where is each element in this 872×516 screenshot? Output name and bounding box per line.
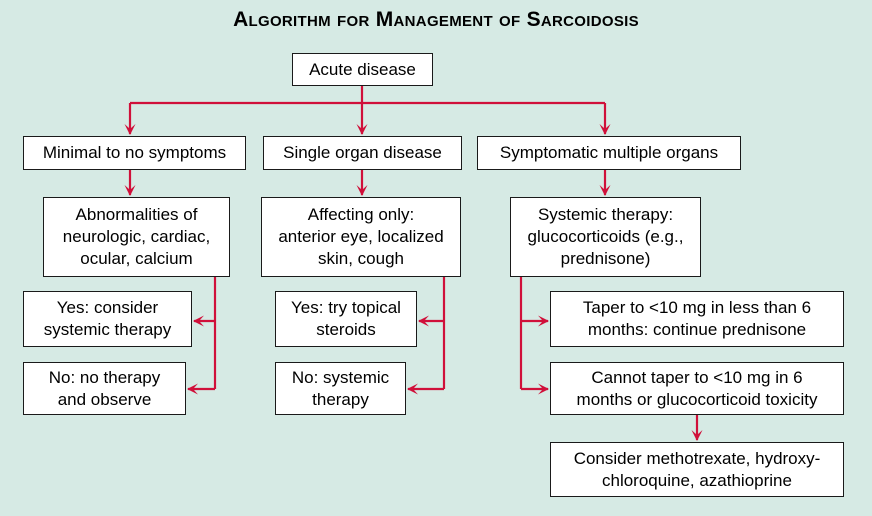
node-multiple-organs: Symptomatic multiple organs [477,136,741,170]
node-consider-alternatives: Consider methotrexate, hydroxy- chloroqu… [550,442,844,497]
arrowhead-to-single [356,124,368,135]
node-systemic-therapy: Systemic therapy: glucocorticoids (e.g.,… [510,197,701,277]
node-cannot-taper: Cannot taper to <10 mg in 6 months or gl… [550,362,844,415]
node-affecting-only: Affecting only: anterior eye, localized … [261,197,461,277]
node-yes-topical-steroids: Yes: try topical steroids [275,291,417,347]
node-minimal-symptoms: Minimal to no symptoms [23,136,246,170]
node-acute-disease: Acute disease [292,53,433,86]
arrowhead-to-no-observe [187,383,198,395]
node-single-organ: Single organ disease [263,136,462,170]
arrowhead-to-no-systemic [407,383,418,395]
node-abnormalities: Abnormalities of neurologic, cardiac, oc… [43,197,230,277]
arrowhead-to-consider [691,430,703,441]
node-no-systemic-therapy: No: systemic therapy [275,362,406,415]
arrowhead-to-minimal [124,124,136,135]
arrowhead-to-yes-systemic [193,315,204,327]
arrowhead-to-affecting [356,185,368,196]
arrowhead-to-systemic [599,185,611,196]
page-title: Algorithm for Management of Sarcoidosis [233,8,639,31]
arrowhead-to-abnormalities [124,185,136,196]
arrowhead-to-multiple [599,124,611,135]
arrowhead-to-taper [538,315,549,327]
node-yes-consider-systemic: Yes: consider systemic therapy [23,291,192,347]
node-no-therapy-observe: No: no therapy and observe [23,362,186,415]
node-taper: Taper to <10 mg in less than 6 months: c… [550,291,844,347]
arrowhead-to-cannot-taper [538,383,549,395]
arrowhead-to-yes-topical [418,315,429,327]
